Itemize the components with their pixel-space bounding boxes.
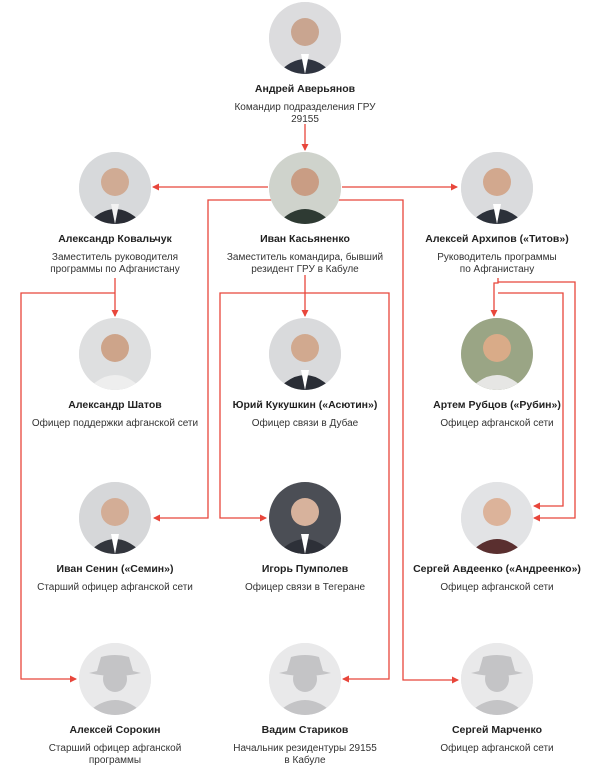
arrow-kasyanenko-to-starikov: [305, 292, 390, 683]
person-role: Офицер связи в Дубае: [251, 418, 359, 429]
avatar-photo: [461, 152, 533, 224]
person-card-starikov: Вадим Стариков Начальник резидентуры 291…: [210, 643, 400, 767]
avatar-photo: [269, 152, 341, 224]
avatar-photo: [269, 2, 341, 74]
person-role: Заместитель руководителя программы по Аф…: [50, 252, 180, 275]
avatar-photo: [79, 318, 151, 390]
person-role: Руководитель программы по Афганистану: [437, 252, 557, 275]
arrow-arkhipov-to-rubtsov: [490, 278, 499, 317]
person-role: Заместитель командира, бывший резидент Г…: [226, 252, 384, 275]
person-card-kukushkin: Юрий Кукушкин («Асютин») Офицер связи в …: [210, 318, 400, 430]
person-role: Офицер связи в Тегеране: [244, 582, 366, 593]
person-name: Александр Ковальчук: [58, 233, 172, 245]
person-role: Офицер афганской сети: [440, 418, 554, 429]
unknown-person-icon: [269, 643, 341, 715]
person-name: Иван Касьяненко: [260, 233, 350, 245]
arrow-kasyanenko-to-marchenko: [305, 199, 459, 684]
person-name: Иван Сенин («Семин»): [56, 563, 174, 575]
person-card-senin: Иван Сенин («Семин») Старший офицер афга…: [20, 482, 210, 594]
unknown-person-icon: [461, 643, 533, 715]
person-name: Сергей Марченко: [451, 724, 543, 736]
person-role: Старший офицер афганской сети: [37, 582, 193, 593]
person-name: Артем Рубцов («Рубин»): [433, 399, 561, 411]
arrow-arkhipov-side-loop: [498, 292, 564, 510]
arrow-kovalchuk-to-sorokin: [20, 292, 115, 683]
avatar-photo: [269, 482, 341, 554]
arrow-kasyanenko-to-senin: [153, 199, 305, 522]
person-name: Алексей Архипов («Титов»): [425, 233, 569, 245]
person-card-marchenko: Сергей Марченко Офицер афганской сети: [402, 643, 592, 755]
person-card-sorokin: Алексей Сорокин Старший офицер афганской…: [20, 643, 210, 767]
person-role: Офицер афганской сети: [440, 743, 554, 754]
avatar-photo: [79, 482, 151, 554]
person-card-avdeenko: Сергей Авдеенко («Андреенко») Офицер афг…: [402, 482, 592, 594]
person-card-kovalchuk: Александр Ковальчук Заместитель руководи…: [20, 152, 210, 276]
arrow-arkhipov-to-avdeenko: [498, 281, 576, 522]
person-name: Юрий Кукушкин («Асютин»): [232, 399, 378, 411]
person-card-rubtsov: Артем Рубцов («Рубин») Офицер афганской …: [402, 318, 592, 430]
person-card-pumpolev: Игорь Пумполев Офицер связи в Тегеране: [210, 482, 400, 594]
avatar-photo: [269, 318, 341, 390]
arrow-kasyanenko-to-pumpolev: [219, 292, 305, 522]
person-role: Старший офицер афганской программы: [48, 743, 182, 766]
person-name: Андрей Аверьянов: [254, 83, 356, 95]
person-name: Вадим Стариков: [261, 724, 349, 736]
person-card-kasyanenko: Иван Касьяненко Заместитель командира, б…: [210, 152, 400, 276]
avatar-photo: [461, 318, 533, 390]
person-card-averyanov: Андрей Аверьянов Командир подразделения …: [210, 2, 400, 126]
avatar-photo: [461, 482, 533, 554]
person-card-shatov: Александр Шатов Офицер поддержки афганск…: [20, 318, 210, 430]
person-name: Игорь Пумполев: [261, 563, 349, 575]
person-role: Начальник резидентуры 29155 в Кабуле: [233, 743, 377, 766]
person-name: Сергей Авдеенко («Андреенко»): [413, 563, 581, 575]
person-name: Александр Шатов: [68, 399, 162, 411]
avatar-photo: [79, 152, 151, 224]
unknown-person-icon: [79, 643, 151, 715]
person-name: Алексей Сорокин: [69, 724, 161, 736]
person-role: Командир подразделения ГРУ 29155: [234, 102, 376, 125]
person-role: Офицер поддержки афганской сети: [31, 418, 199, 429]
person-role: Офицер афганской сети: [440, 582, 554, 593]
person-card-arkhipov: Алексей Архипов («Титов») Руководитель п…: [402, 152, 592, 276]
